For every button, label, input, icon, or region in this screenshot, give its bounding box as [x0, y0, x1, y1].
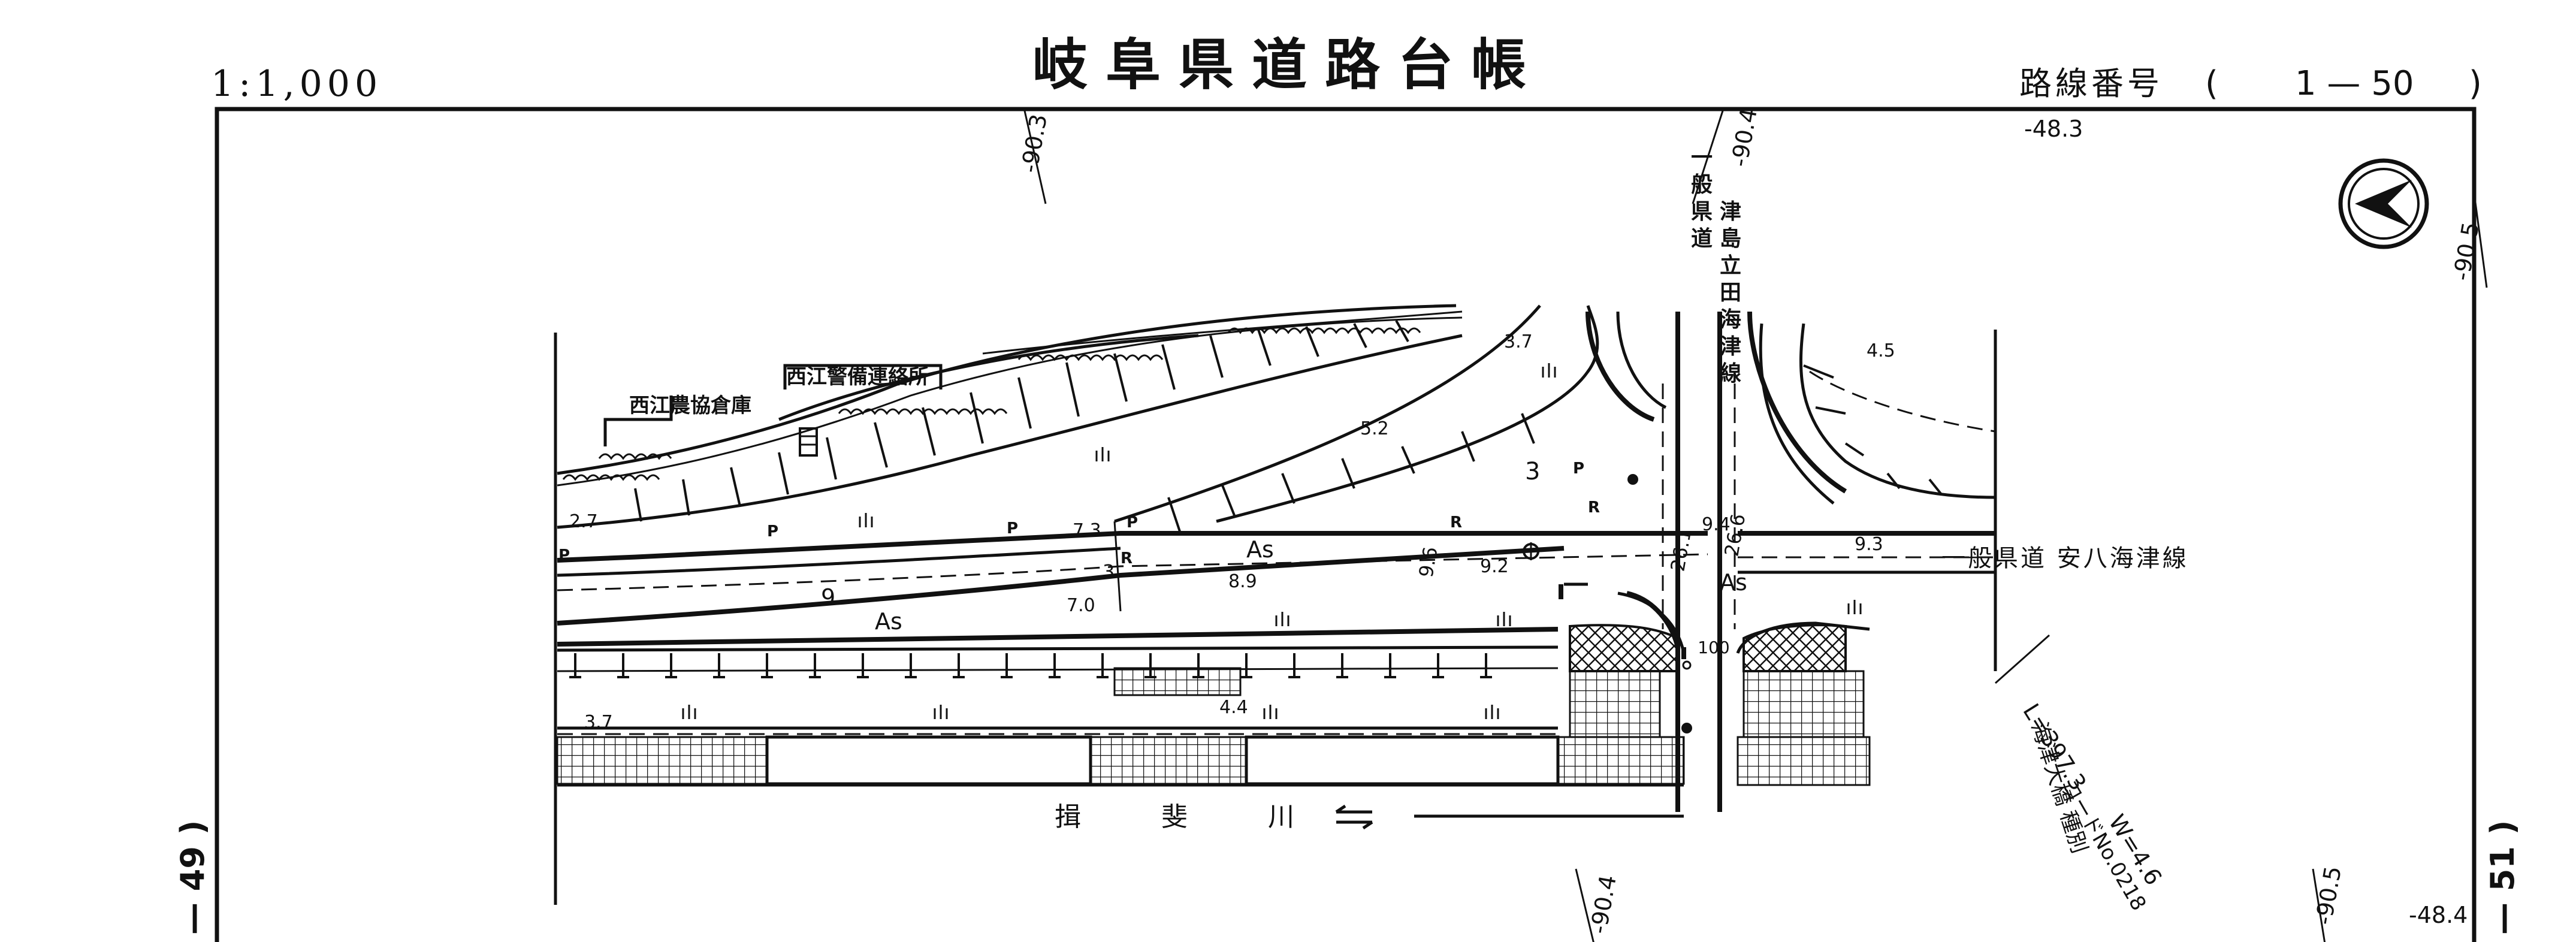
road-annotations: As As As 9.6 26.1 26.6 3 9	[821, 512, 1750, 635]
station-top-1: -90.3	[1016, 112, 1052, 174]
station-top-2: -90.4	[1726, 106, 1762, 168]
lower-embankment	[557, 645, 1559, 735]
rail-symbol-2: R	[1450, 514, 1462, 532]
route-number-value: 1 — 50	[2295, 64, 2414, 103]
pole-symbol-3: P	[1007, 520, 1018, 538]
sheet-ref-left: — 49 )	[174, 820, 212, 935]
main-road	[557, 531, 1708, 647]
width-label-5: 9	[821, 584, 835, 611]
station-top-4: -90.5	[2448, 220, 2484, 282]
pole-symbol-5: P	[1573, 460, 1584, 478]
pole-symbol-4: P	[1127, 514, 1138, 532]
surface-label-1: As	[1246, 536, 1274, 563]
farm-warehouse-label: 西江農協倉庫	[629, 394, 751, 418]
barrier-icon	[1559, 584, 1686, 659]
elev-4: 7.3	[1073, 520, 1101, 541]
station-bottom-3: -48.4	[2409, 902, 2468, 928]
elev-6: 9.4	[1702, 514, 1731, 535]
river-bank	[556, 735, 1685, 787]
width-label-4: 3	[1103, 560, 1115, 583]
hydrant-icon	[1627, 474, 1692, 733]
station-bottom-1: -90.4	[1586, 873, 1621, 935]
flow-arrow-icon	[1335, 804, 1373, 830]
rail-symbol-1: R	[1121, 550, 1133, 567]
route-paren-open: (	[2205, 64, 2218, 103]
north-arrow-icon	[2338, 158, 2429, 249]
route-paren-close: )	[2469, 64, 2482, 103]
elev-5: 4.5	[1867, 340, 1895, 361]
stairs-symbol	[799, 427, 818, 457]
station-marks-top: -90.3 -90.4 -48.3 -90.5	[1016, 106, 2488, 288]
grass-marks	[682, 363, 1862, 719]
east-road-name: 一般県道 安八海津線	[1941, 545, 2189, 572]
station-bottom-2: -90.5	[2311, 864, 2347, 926]
crossing-road-name: 一 般 県 道 津 島 立 田 海 津 線	[1691, 146, 1749, 386]
station-marks-bottom: -90.4 -90.5 -48.4	[1575, 864, 2468, 942]
sheet-ref-right: — 51 )	[2484, 820, 2521, 935]
width-label-1: 9.6	[1414, 545, 1442, 579]
pole-symbol-2: P	[767, 523, 778, 541]
elev-2: 5.2	[1360, 418, 1389, 439]
elev-1: 3.7	[1504, 331, 1533, 352]
east-embankment: 一般県道 安八海津線	[1738, 323, 2189, 574]
bridge-info: L=397.3 W=4.6 海津大橋 種別 コードNo.0218	[1995, 634, 2167, 915]
bridge-abutments: 100	[1569, 591, 1871, 786]
marker-symbol: 3	[1525, 458, 1540, 485]
abutment-label: 100	[1698, 638, 1729, 657]
elev-9: 8.9	[1228, 571, 1257, 592]
farm-warehouse-building: 西江農協倉庫	[603, 394, 751, 446]
route-number-label: 路線番号	[2019, 65, 2163, 102]
pole-symbol-1: P	[558, 547, 570, 564]
river-label-group: 揖 斐 川	[1055, 802, 1684, 832]
map-symbols: P P P P P R R R 3	[558, 363, 1862, 733]
crossing-road: 一 般 県 道 津 島 立 田 海 津 線	[1586, 146, 1847, 812]
elev-7: 9.3	[1855, 534, 1883, 555]
police-post-building: 西江警備連絡所	[783, 364, 943, 390]
spot-elevations: 3.7 5.2 2.7 7.3 4.5 9.4 9.3 9.2 8.9 7.0 …	[569, 331, 1895, 733]
map-title: 岐阜県道路台帳	[1032, 33, 1544, 97]
river-label: 揖 斐 川	[1055, 802, 1330, 832]
map-frame	[215, 107, 2477, 942]
surface-label-3: As	[1720, 569, 1747, 596]
elev-10: 7.0	[1067, 595, 1095, 616]
elev-8: 9.2	[1480, 556, 1509, 577]
manhole-icon	[1522, 542, 1540, 560]
station-top-3: -48.3	[2024, 116, 2083, 142]
elev-11: 3.7	[584, 712, 613, 733]
embankment-slopes	[557, 304, 1599, 534]
police-post-label: 西江警備連絡所	[786, 365, 929, 389]
surface-label-2: As	[875, 608, 902, 635]
scale-label: 1:1,000	[211, 63, 382, 105]
elev-12: 4.4	[1219, 697, 1248, 718]
rail-symbol-3: R	[1588, 499, 1600, 517]
elev-3: 2.7	[569, 511, 598, 532]
